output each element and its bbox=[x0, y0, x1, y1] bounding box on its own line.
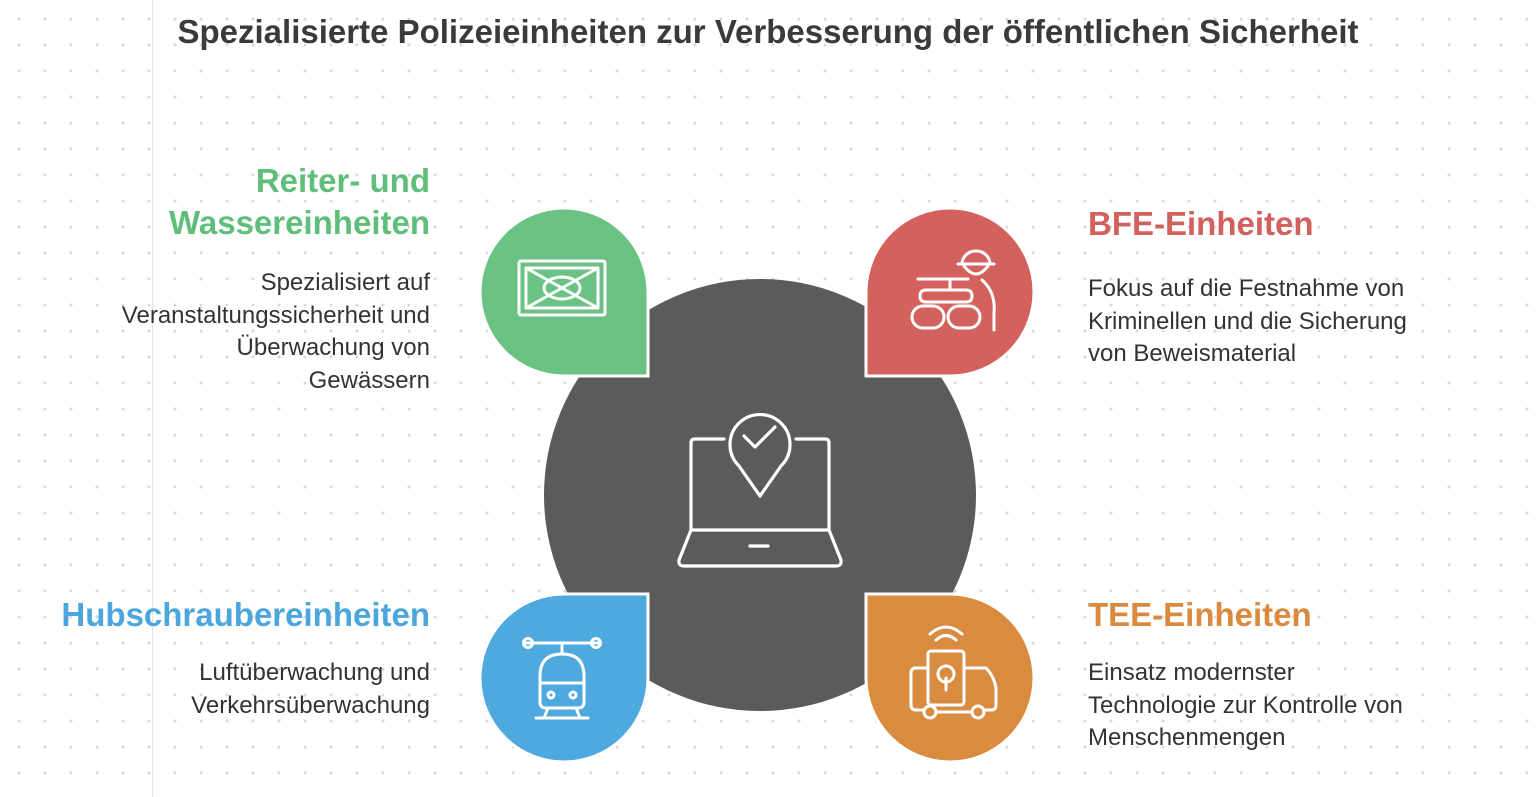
laptop-location-check-icon bbox=[677, 412, 843, 568]
heading-hubschraubereinheiten: Hubschraubereinheiten bbox=[61, 596, 430, 633]
red-petal bbox=[864, 206, 1036, 378]
heading-tee-einheiten: TEE-Einheiten bbox=[1088, 596, 1312, 633]
description-reiter-wassereinheiten: Spezialisiert auf Veranstaltungssicherhe… bbox=[121, 269, 430, 394]
green-petal bbox=[478, 206, 650, 378]
description-hubschraubereinheiten: Luftüberwachung und Verkehrsüberwachung bbox=[191, 659, 430, 719]
heading-reiter-wassereinheiten: Reiter- und Wassereinheiten bbox=[168, 162, 430, 241]
margin-line bbox=[152, 0, 153, 797]
description-bfe-einheiten: Fokus auf die Festnahme von Kriminellen … bbox=[1088, 275, 1407, 367]
description-tee-einheiten: Einsatz modernster Technologie zur Kontr… bbox=[1088, 659, 1403, 751]
soldier-sandbags-icon bbox=[910, 249, 996, 332]
orange-petal bbox=[864, 592, 1036, 764]
surveillance-truck-icon bbox=[909, 625, 998, 720]
crate-icon bbox=[517, 259, 607, 317]
helicopter-icon bbox=[522, 637, 602, 720]
blue-petal bbox=[478, 592, 650, 764]
page-title: Spezialisierte Polizeieinheiten zur Verb… bbox=[177, 13, 1359, 50]
heading-bfe-einheiten: BFE-Einheiten bbox=[1088, 205, 1314, 242]
